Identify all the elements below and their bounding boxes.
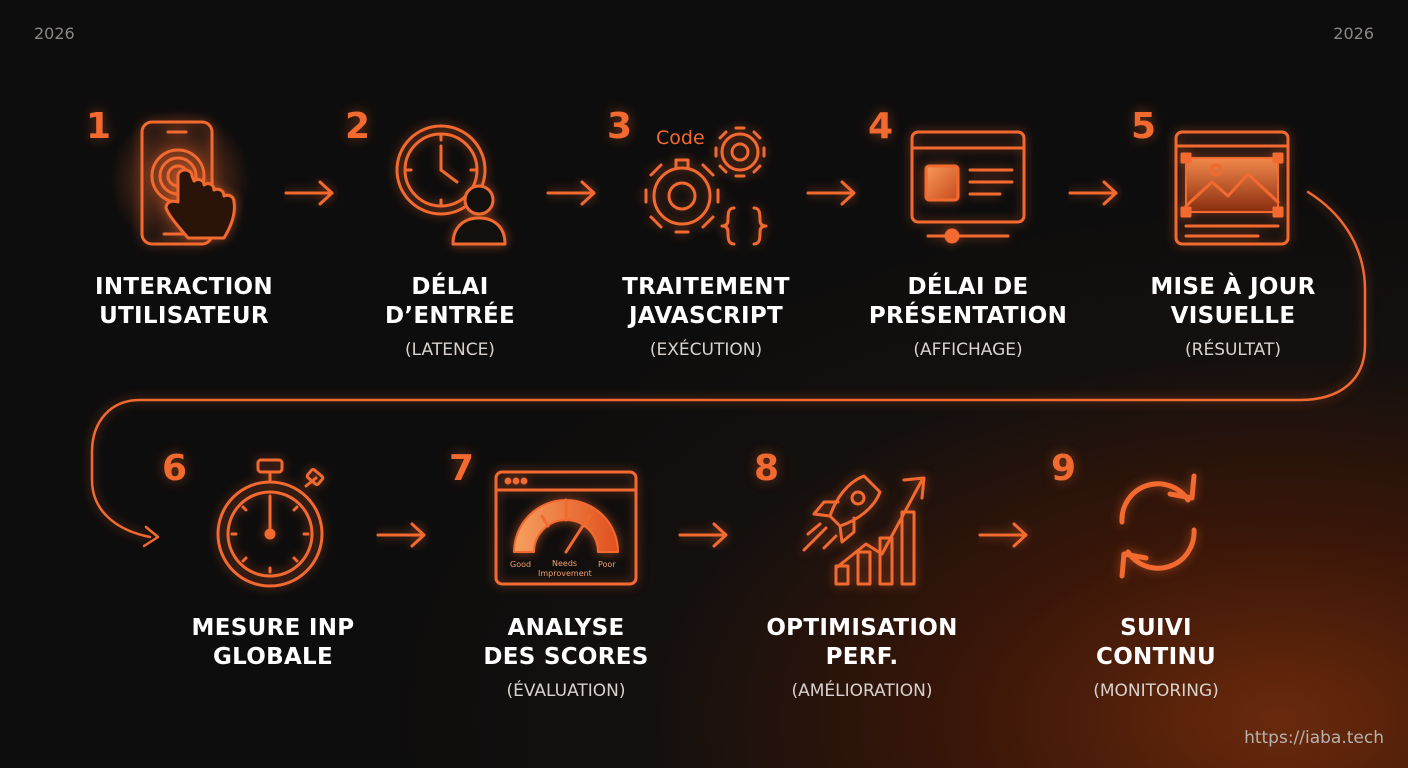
arrow-right-icon <box>806 180 856 206</box>
step-title-line: JAVASCRIPT <box>628 303 784 329</box>
step-title-line: DÉLAI DE <box>907 274 1029 300</box>
arrow-right-icon <box>678 522 728 548</box>
step-number-3: 3 <box>607 106 633 147</box>
step-number-1: 1 <box>86 106 112 147</box>
step-title-line: TRAITEMENT <box>622 274 790 300</box>
step-number-7: 7 <box>449 448 475 489</box>
step-title-line: GLOBALE <box>212 644 334 670</box>
arrow-right-icon <box>284 180 334 206</box>
step-subtitle: (RÉSULTAT) <box>1185 340 1281 360</box>
step-label-2: DÉLAI D’ENTRÉE (LATENCE) <box>330 273 570 365</box>
gauge-dashboard-icon: Good Needs Improvement Poor <box>492 468 640 594</box>
browser-window-icon <box>908 128 1032 252</box>
code-gears-icon: Code <box>640 122 780 256</box>
step-label-4: DÉLAI DE PRÉSENTATION (AFFICHAGE) <box>848 273 1088 365</box>
step-label-9: SUIVI CONTINU (MONITORING) <box>1036 614 1276 706</box>
step-title-line: D’ENTRÉE <box>384 303 515 329</box>
gauge-label-improvement: Improvement <box>538 569 592 578</box>
gauge-label-poor: Poor <box>598 560 616 569</box>
gauge-label-needs: Needs <box>552 559 577 568</box>
step-number-2: 2 <box>345 106 371 147</box>
step-title-line: MISE À JOUR <box>1150 274 1316 300</box>
step-title-line: MESURE INP <box>191 615 355 641</box>
gauge-label-good: Good <box>510 560 531 569</box>
step-label-3: TRAITEMENT JAVASCRIPT (EXÉCUTION) <box>586 273 826 365</box>
refresh-cycle-icon <box>1100 472 1216 588</box>
phone-touch-icon <box>110 110 260 264</box>
step-title-line: VISUELLE <box>1170 303 1296 329</box>
arrow-right-icon <box>546 180 596 206</box>
step-subtitle: (AMÉLIORATION) <box>791 681 933 701</box>
year-label-right: 2026 <box>1333 24 1374 43</box>
step-subtitle: (AFFICHAGE) <box>913 340 1023 360</box>
step-title-line: PRÉSENTATION <box>868 303 1068 329</box>
step-subtitle: (LATENCE) <box>405 340 495 360</box>
year-label-left: 2026 <box>34 24 75 43</box>
arrow-right-icon <box>1068 180 1118 206</box>
step-title-line: INTERACTION <box>95 274 273 300</box>
step-title-line: ANALYSE <box>507 615 625 641</box>
arrow-right-icon <box>376 522 426 548</box>
image-update-icon <box>1172 128 1296 256</box>
step-number-8: 8 <box>754 448 780 489</box>
step-title-line: OPTIMISATION <box>766 615 958 641</box>
step-label-7: ANALYSE DES SCORES (ÉVALUATION) <box>446 614 686 706</box>
step-subtitle: (ÉVALUATION) <box>506 681 626 701</box>
step-number-4: 4 <box>868 106 894 147</box>
step-label-8: OPTIMISATION PERF. (AMÉLIORATION) <box>742 614 982 706</box>
step-title-line: UTILISATEUR <box>99 303 269 329</box>
rocket-chart-icon <box>796 472 932 594</box>
step-label-1: INTERACTION UTILISATEUR <box>64 273 304 331</box>
code-icon-text: Code <box>656 127 705 149</box>
step-label-5: MISE À JOUR VISUELLE (RÉSULTAT) <box>1113 273 1353 365</box>
step-number-9: 9 <box>1051 448 1077 489</box>
step-subtitle: (EXÉCUTION) <box>649 340 763 360</box>
step-title-line: PERF. <box>825 644 899 670</box>
step-subtitle: (MONITORING) <box>1093 681 1219 701</box>
step-title-line: DES SCORES <box>483 644 649 670</box>
clock-user-icon <box>393 122 513 256</box>
website-url[interactable]: https://iaba.tech <box>1244 728 1384 748</box>
step-title-line: SUIVI <box>1120 615 1192 641</box>
stopwatch-icon <box>210 456 334 594</box>
step-label-6: MESURE INP GLOBALE <box>153 614 393 672</box>
step-number-5: 5 <box>1131 106 1157 147</box>
step-title-line: CONTINU <box>1096 644 1216 670</box>
arrow-right-icon <box>978 522 1028 548</box>
step-title-line: DÉLAI <box>411 274 489 300</box>
step-number-6: 6 <box>162 448 188 489</box>
